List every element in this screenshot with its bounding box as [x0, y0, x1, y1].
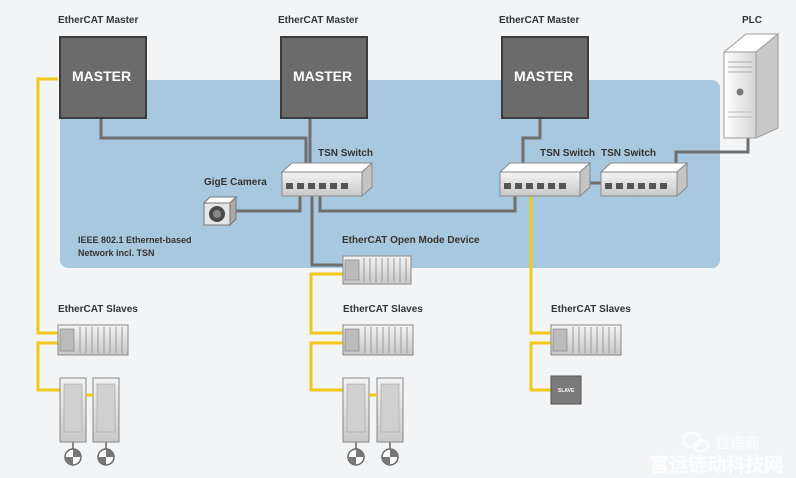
master-3-title: EtherCAT Master	[499, 15, 579, 26]
master-2-box	[280, 36, 368, 119]
master-2: EtherCAT Master MASTER	[278, 15, 368, 119]
motor-icon	[347, 448, 365, 466]
gige-camera-label: GigE Camera	[204, 177, 267, 188]
master-1-label: MASTER	[72, 68, 131, 84]
network-label-line1: IEEE 802.1 Ethernet-based	[78, 235, 192, 245]
motor-icon	[97, 448, 115, 466]
master-3-box	[501, 36, 589, 119]
master-1-box	[59, 36, 147, 119]
slaves-group-2: EtherCAT Slaves	[342, 304, 423, 466]
master-2-label: MASTER	[293, 68, 352, 84]
open-mode-device: EtherCAT Open Mode Device	[342, 235, 480, 285]
wechat-icon	[682, 432, 709, 453]
master-3: EtherCAT Master MASTER	[499, 15, 589, 119]
small-slave-box	[550, 375, 582, 405]
watermark-big-text: 富运链动科技网	[650, 453, 783, 476]
tsn-switch-1: TSN Switch	[280, 148, 374, 198]
network-label-line2: Network incl. TSN	[78, 248, 155, 258]
slaves-1-label: EtherCAT Slaves	[58, 304, 138, 315]
master-1-title: EtherCAT Master	[58, 15, 138, 26]
small-slave-label: SLAVE	[558, 388, 575, 394]
tsn-switch-3: TSN Switch	[599, 148, 689, 198]
master-2-title: EtherCAT Master	[278, 15, 358, 26]
plc-power-icon	[736, 88, 744, 96]
ethercat-links	[36, 77, 552, 392]
plc: PLC	[722, 15, 780, 139]
watermark: 智造商 富运链动科技网	[650, 432, 783, 476]
tsn-switch-1-label: TSN Switch	[318, 148, 373, 159]
open-mode-device-label: EtherCAT Open Mode Device	[342, 235, 480, 246]
slaves-group-1: EtherCAT Slaves	[57, 304, 138, 466]
tsn-switch-3-label: TSN Switch	[601, 148, 656, 159]
master-1: EtherCAT Master MASTER	[58, 15, 147, 119]
plc-label: PLC	[742, 15, 762, 26]
master-3-label: MASTER	[514, 68, 573, 84]
tsn-switch-2-label: TSN Switch	[540, 148, 595, 159]
plc-tower-side	[755, 32, 779, 139]
gige-camera: GigE Camera	[202, 177, 267, 227]
slaves-group-3: EtherCAT Slaves SLAVE	[550, 304, 631, 405]
watermark-small-text: 智造商	[715, 434, 760, 452]
slaves-2-label: EtherCAT Slaves	[343, 304, 423, 315]
motor-icon	[381, 448, 399, 466]
slaves-3-label: EtherCAT Slaves	[551, 304, 631, 315]
tsn-switch-2: TSN Switch	[498, 148, 595, 198]
motor-icon	[64, 448, 82, 466]
